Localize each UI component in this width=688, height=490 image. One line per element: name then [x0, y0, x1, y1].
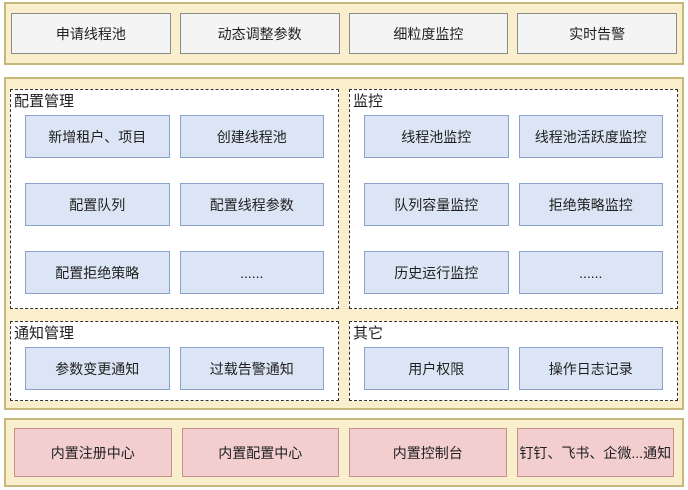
feature-label: 实时告警	[569, 25, 626, 42]
feature-label: 细粒度监控	[393, 25, 464, 42]
bottom-builtin-band: 内置注册中心 内置配置中心 内置控制台 钉钉、飞书、企微...通知	[4, 418, 684, 487]
item-add-tenant-project: 新增租户、项目	[25, 115, 170, 158]
item-user-permission: 用户权限	[364, 347, 509, 390]
builtin-label: 内置控制台	[392, 444, 463, 461]
item-label: 配置拒绝策略	[55, 264, 140, 281]
item-param-change-notify: 参数变更通知	[25, 347, 170, 390]
item-label: ......	[579, 264, 603, 281]
feature-realtime-alert: 实时告警	[517, 13, 677, 54]
builtin-registry-center: 内置注册中心	[14, 428, 172, 477]
builtin-dingtalk-feishu-wecom-notify: 钉钉、飞书、企微...通知	[516, 428, 674, 477]
section-item-grid: 线程池监控 线程池活跃度监控 队列容量监控 拒绝策略监控 历史运行监控 ....…	[350, 115, 677, 294]
item-label: 参数变更通知	[55, 360, 140, 377]
item-config-queue: 配置队列	[25, 183, 170, 226]
item-label: ......	[240, 264, 264, 281]
item-label: 线程池活跃度监控	[534, 128, 647, 145]
item-config-more: ......	[179, 251, 324, 294]
item-threadpool-monitor: 线程池监控	[364, 115, 509, 158]
item-reject-policy-monitor: 拒绝策略监控	[518, 183, 663, 226]
section-item-grid: 用户权限 操作日志记录	[350, 347, 677, 390]
section-config-management: 配置管理 新增租户、项目 创建线程池 配置队列 配置线程参数 配置拒绝策略 ..…	[10, 89, 339, 309]
section-monitoring: 监控 线程池监控 线程池活跃度监控 队列容量监控 拒绝策略监控 历史运行监控 .…	[349, 89, 678, 309]
item-label: 用户权限	[408, 360, 465, 377]
feature-dynamic-adjust-params: 动态调整参数	[179, 13, 340, 54]
item-label: 历史运行监控	[394, 264, 479, 281]
feature-label: 动态调整参数	[217, 25, 302, 42]
section-item-grid: 新增租户、项目 创建线程池 配置队列 配置线程参数 配置拒绝策略 ......	[11, 115, 338, 294]
builtin-label: 内置配置中心	[218, 444, 303, 461]
section-title: 配置管理	[14, 93, 75, 110]
item-history-run-monitor: 历史运行监控	[364, 251, 509, 294]
builtin-console: 内置控制台	[349, 428, 507, 477]
section-others: 其它 用户权限 操作日志记录	[349, 321, 678, 401]
item-config-thread-params: 配置线程参数	[179, 183, 324, 226]
item-label: 队列容量监控	[394, 196, 479, 213]
item-label: 新增租户、项目	[48, 128, 147, 145]
builtin-label: 钉钉、飞书、企微...通知	[519, 444, 672, 461]
feature-label: 申请线程池	[55, 25, 126, 42]
item-queue-capacity-monitor: 队列容量监控	[364, 183, 509, 226]
builtin-config-center: 内置配置中心	[181, 428, 339, 477]
item-overload-alert-notify: 过载告警通知	[179, 347, 324, 390]
feature-apply-threadpool: 申请线程池	[11, 13, 171, 54]
section-item-grid: 参数变更通知 过载告警通知	[11, 347, 338, 390]
item-label: 操作日志记录	[548, 360, 633, 377]
main-feature-band: 配置管理 新增租户、项目 创建线程池 配置队列 配置线程参数 配置拒绝策略 ..…	[4, 77, 684, 410]
item-config-reject-policy: 配置拒绝策略	[25, 251, 170, 294]
item-threadpool-activity-monitor: 线程池活跃度监控	[518, 115, 663, 158]
top-capability-band: 申请线程池 动态调整参数 细粒度监控 实时告警	[4, 2, 684, 65]
item-label: 创建线程池	[216, 128, 287, 145]
item-operation-log: 操作日志记录	[518, 347, 663, 390]
section-notification-management: 通知管理 参数变更通知 过载告警通知	[10, 321, 339, 401]
item-label: 配置队列	[69, 196, 126, 213]
feature-fine-grained-monitoring: 细粒度监控	[348, 13, 509, 54]
item-label: 过载告警通知	[209, 360, 294, 377]
section-title: 通知管理	[14, 325, 75, 342]
item-label: 线程池监控	[401, 128, 472, 145]
item-label: 拒绝策略监控	[548, 196, 633, 213]
section-title: 其它	[353, 325, 384, 342]
item-create-threadpool: 创建线程池	[179, 115, 324, 158]
item-label: 配置线程参数	[209, 196, 294, 213]
builtin-label: 内置注册中心	[50, 444, 135, 461]
section-title: 监控	[353, 93, 384, 110]
item-monitor-more: ......	[518, 251, 663, 294]
